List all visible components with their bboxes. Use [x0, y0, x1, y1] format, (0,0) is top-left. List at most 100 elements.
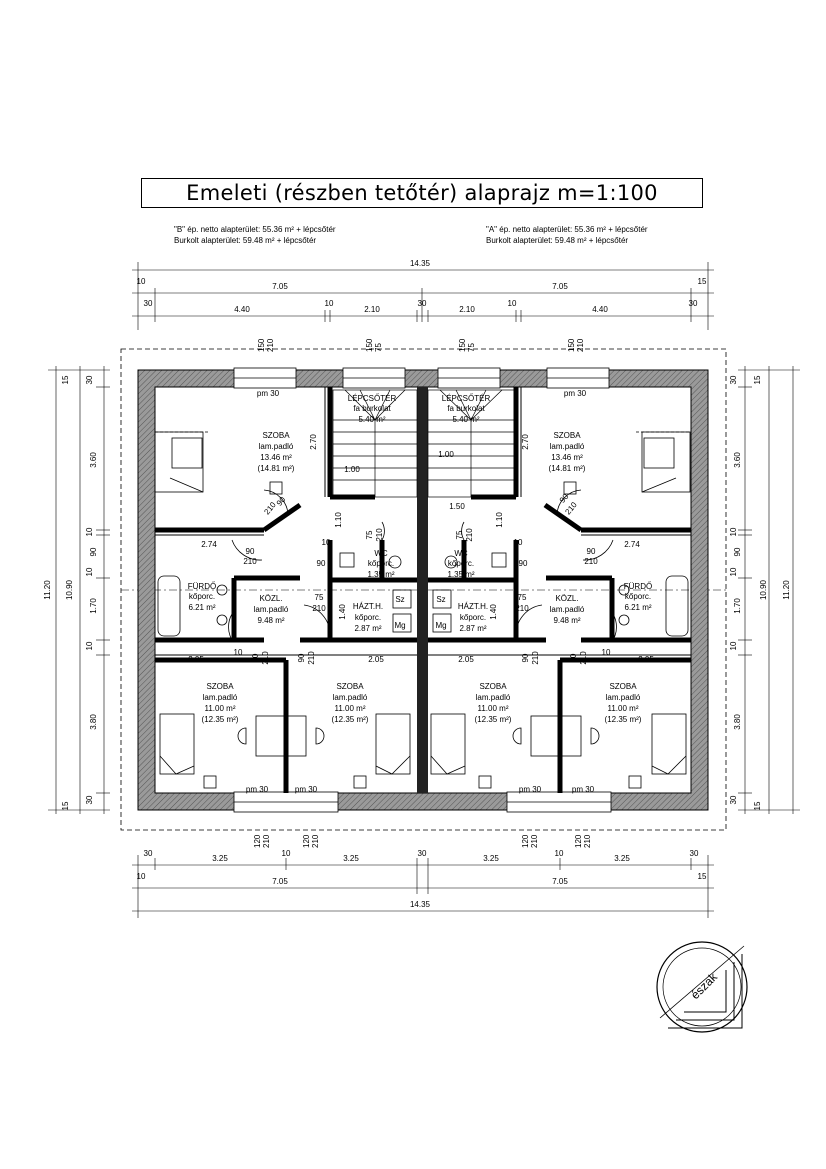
svg-text:30: 30: [729, 795, 738, 804]
svg-text:30: 30: [729, 375, 738, 384]
dim-bot-total: 14.35: [410, 900, 431, 909]
dim-bot-r1-2: 10: [282, 849, 291, 858]
svg-text:(12.35 m²): (12.35 m²): [605, 715, 642, 724]
svg-text:15: 15: [61, 801, 70, 810]
svg-text:10: 10: [85, 567, 94, 576]
svg-text:1.70: 1.70: [733, 598, 742, 614]
furniture: [154, 431, 691, 789]
sill-label: pm 30: [295, 785, 318, 794]
right-dims: 15 30 3.60 10 90 10 1.70 10 3.80 30 15 1…: [729, 375, 791, 810]
north-arrow: [656, 941, 748, 1033]
svg-text:kőporc.: kőporc.: [448, 559, 474, 568]
svg-text:5.40 m²: 5.40 m²: [452, 415, 479, 424]
svg-text:SZOBA: SZOBA: [609, 682, 637, 691]
room-hazt-a: HÁZT.H. kőporc. 2.87 m²: [458, 602, 488, 633]
svg-text:90: 90: [587, 547, 596, 556]
svg-text:SZOBA: SZOBA: [553, 431, 581, 440]
svg-text:13.46 m²: 13.46 m²: [260, 453, 292, 462]
room-kozl-b: KÖZL. lam.padló 9.48 m²: [254, 594, 289, 625]
thin-walls: [155, 387, 691, 656]
win4-h: 210: [576, 338, 585, 352]
svg-text:210: 210: [243, 557, 257, 566]
svg-text:9.48 m²: 9.48 m²: [257, 616, 284, 625]
svg-text:lam.padló: lam.padló: [203, 693, 238, 702]
svg-text:2.87 m²: 2.87 m²: [459, 624, 486, 633]
svg-text:Mg: Mg: [435, 621, 446, 630]
svg-text:90: 90: [246, 547, 255, 556]
svg-text:WC: WC: [374, 549, 388, 558]
roof-outline: [120, 348, 727, 831]
dim-top-r2-d: 15: [698, 277, 707, 286]
dim-bot-r2-d: 15: [698, 872, 707, 881]
svg-text:1.00: 1.00: [344, 465, 360, 474]
svg-text:13.46 m²: 13.46 m²: [551, 453, 583, 462]
dim-bot-r1-5: 3.25: [483, 854, 499, 863]
svg-text:210: 210: [465, 528, 474, 542]
svg-text:90: 90: [569, 653, 578, 662]
bwin3-w: 120: [521, 834, 530, 848]
svg-text:lam.padló: lam.padló: [550, 605, 585, 614]
svg-text:210: 210: [312, 604, 326, 613]
svg-text:Mg: Mg: [394, 621, 405, 630]
room-szoba-3: SZOBA lam.padló 11.00 m² (12.35 m²): [475, 682, 512, 724]
bwin2-h: 210: [311, 834, 320, 848]
room-wc-a: WC kőporc. 1.35 m²: [447, 549, 474, 579]
svg-text:SZOBA: SZOBA: [262, 431, 290, 440]
dim-bot-r2-c: 7.05: [552, 877, 568, 886]
dim-bot-r1-7: 3.25: [614, 854, 630, 863]
stairs-a: [427, 389, 517, 498]
dim-bot-r1-1: 3.25: [212, 854, 228, 863]
dim-bot-r1-3: 3.25: [343, 854, 359, 863]
win2-w: 150: [365, 338, 374, 352]
svg-text:LÉPCSŐTÉR: LÉPCSŐTÉR: [348, 394, 397, 403]
svg-text:2.74: 2.74: [624, 540, 640, 549]
svg-text:6.21 m²: 6.21 m²: [624, 603, 651, 612]
svg-text:LÉPCSŐTÉR: LÉPCSŐTÉR: [442, 394, 491, 403]
building-b-net-area: "B" ép. netto alapterület: 55.36 m² + lé…: [174, 225, 336, 234]
svg-text:210: 210: [584, 557, 598, 566]
svg-text:(12.35 m²): (12.35 m²): [202, 715, 239, 724]
dim-top-r3-4: 30: [418, 299, 427, 308]
party-wall: [417, 387, 428, 793]
drawing-title: Emeleti (részben tetőtér) alaprajz m=1:1…: [141, 178, 703, 208]
svg-text:6.21 m²: 6.21 m²: [188, 603, 215, 612]
svg-text:SZOBA: SZOBA: [206, 682, 234, 691]
window-dims-bottom: 120 210 120 210 120 210 120 210: [253, 834, 592, 848]
svg-text:lam.padló: lam.padló: [550, 442, 585, 451]
svg-text:11.20: 11.20: [43, 580, 52, 600]
room-kozl-a: KÖZL. lam.padló 9.48 m²: [550, 594, 585, 625]
svg-text:10: 10: [602, 648, 611, 657]
dim-top-r2-c: 7.05: [552, 282, 568, 291]
bwin4-h: 210: [583, 834, 592, 848]
sill-label: pm 30: [572, 785, 595, 794]
room-furdo-b: FÜRDŐ kőporc. 6.21 m²: [188, 582, 216, 612]
bottom-dimensions: [132, 855, 714, 918]
dim-bot-r1-8: 30: [690, 849, 699, 858]
svg-text:HÁZT.H.: HÁZT.H.: [458, 602, 488, 611]
svg-text:Sz: Sz: [395, 595, 404, 604]
svg-text:210: 210: [579, 651, 588, 665]
svg-text:Sz: Sz: [436, 595, 445, 604]
bwin1-h: 210: [262, 834, 271, 848]
svg-text:90: 90: [317, 559, 326, 568]
room-szoba-big-b: SZOBA lam.padló 13.46 m² (14.81 m²): [258, 431, 295, 473]
room-wc-b: WC kőporc. 1.35 m²: [367, 549, 394, 579]
svg-text:10: 10: [234, 648, 243, 657]
dim-bot-r1-6: 10: [555, 849, 564, 858]
dim-bot-r1-4: 30: [418, 849, 427, 858]
svg-text:1.10: 1.10: [495, 512, 504, 528]
svg-text:10: 10: [85, 527, 94, 536]
win2-h: 75: [374, 343, 383, 352]
svg-text:75: 75: [365, 530, 374, 539]
svg-text:90: 90: [521, 653, 530, 662]
svg-text:1.35 m²: 1.35 m²: [367, 570, 394, 579]
svg-text:10: 10: [729, 527, 738, 536]
svg-text:kőporc.: kőporc.: [625, 592, 651, 601]
svg-text:210: 210: [307, 651, 316, 665]
sill-label: pm 30: [246, 785, 269, 794]
svg-text:1.50: 1.50: [449, 502, 465, 511]
svg-text:10: 10: [85, 641, 94, 650]
svg-text:90: 90: [251, 653, 260, 662]
left-dims: 15 30 3.60 10 90 10 1.70 10 3.80 30 15 1…: [43, 375, 98, 810]
